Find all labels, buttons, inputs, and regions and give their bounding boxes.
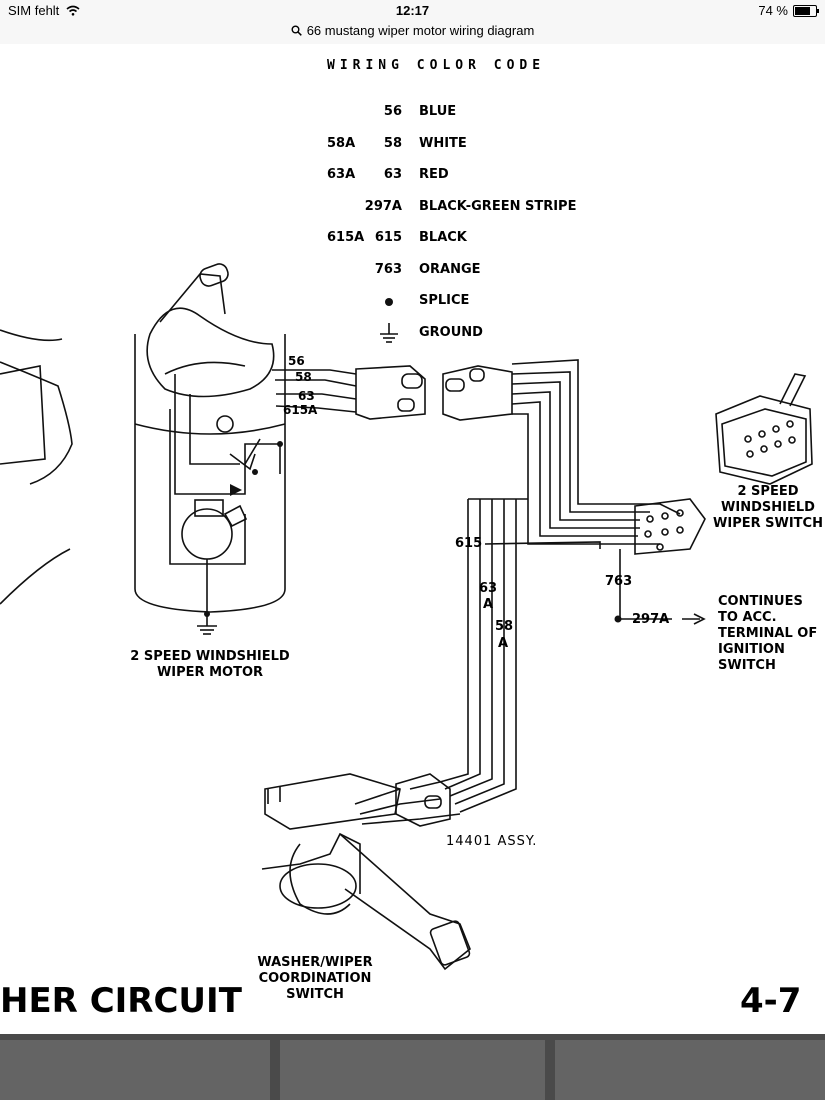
wiper-motor-label-line2: WIPER MOTOR [156, 665, 264, 680]
color-code-row: 58A 58 WHITE [327, 136, 627, 154]
wire-label-763: 763 [605, 574, 633, 589]
assy-label: 14401 ASSY. [446, 834, 538, 849]
status-bar: SIM fehlt 12:17 74 % [0, 0, 825, 22]
color-code-alt: 63A [327, 167, 356, 182]
continues-note-line5: SWITCH [718, 658, 776, 673]
color-code-row: 615A 615 BLACK [327, 230, 627, 248]
wiring-color-code-heading: WIRING COLOR CODE [327, 58, 546, 73]
search-icon [291, 25, 302, 36]
wiper-switch-label-line1: 2 SPEED [737, 484, 799, 499]
related-images-strip[interactable] [0, 1034, 825, 1100]
related-image-thumb[interactable] [0, 1040, 270, 1100]
wire-label-56: 56 [288, 354, 305, 368]
search-query[interactable]: 66 mustang wiper motor wiring diagram [306, 23, 535, 38]
battery-percent: 74 % [758, 3, 788, 18]
coordination-switch-label-line1: WASHER/WIPER [257, 955, 373, 970]
battery-status: 74 % [758, 3, 819, 18]
wire-label-58: 58 [295, 370, 312, 384]
wire-label-58a: 58 [495, 619, 514, 634]
wire-label-615: 615 [455, 536, 483, 551]
wiper-switch-label: 2 SPEED WINDSHIELD WIPER SWITCH [712, 484, 824, 532]
wire-label-58a-suffix: A [498, 636, 509, 651]
wire-label-63a: 63 [479, 581, 498, 596]
wire-label-297a: 297A [632, 612, 670, 627]
continues-note-line2: TO ACC. [718, 610, 777, 625]
color-code-number: 297A [364, 198, 402, 214]
carrier-status: SIM fehlt [8, 3, 80, 18]
battery-icon [793, 4, 819, 17]
color-code-row: 763 ORANGE [327, 262, 627, 280]
wiring-diagram-drawing [0, 263, 813, 971]
carrier-label: SIM fehlt [8, 3, 60, 18]
color-code-name: BLUE [419, 104, 457, 119]
wire-label-615a: 615A [283, 403, 318, 417]
color-code-number: 763 [374, 261, 402, 277]
color-code-alt: 58A [327, 135, 356, 151]
color-code-name: RED [419, 167, 449, 182]
search-bar[interactable]: 66 mustang wiper motor wiring diagram [0, 22, 825, 45]
page-number: 4-7 [740, 981, 802, 1021]
color-code-row: 63A 63 RED [327, 167, 627, 185]
color-code-number: 615 [374, 230, 402, 245]
coordination-switch-label-line3: SWITCH [286, 987, 344, 1002]
color-code-alt: 615A [327, 230, 365, 245]
wifi-icon [66, 5, 80, 16]
wiper-motor-label: 2 SPEED WINDSHIELD WIPER MOTOR [120, 649, 300, 681]
continues-note-line4: IGNITION [718, 642, 785, 657]
color-code-name: GROUND [419, 324, 483, 340]
coordination-switch-label: WASHER/WIPER COORDINATION SWITCH [235, 955, 395, 1003]
color-code-name: BLACK [419, 230, 467, 245]
color-code-name: BLACK-GREEN STRIPE [419, 198, 577, 214]
wiper-switch-label-line3: WIPER SWITCH [713, 516, 823, 531]
color-code-row: ⏚GROUND [327, 325, 627, 343]
wire-label-63a-suffix: A [483, 597, 494, 612]
color-code-number: 58 [383, 135, 402, 151]
color-code-row: 56 BLUE [327, 104, 627, 122]
related-image-thumb[interactable] [555, 1040, 825, 1100]
color-code-row: ●SPLICE [327, 293, 627, 311]
color-code-row: 297A BLACK-GREEN STRIPE [327, 199, 627, 217]
color-code-number: 56 [383, 104, 402, 119]
continues-note: CONTINUES TO ACC. TERMINAL OF IGNITION S… [718, 594, 817, 674]
color-code-number: 63 [383, 167, 402, 182]
coordination-switch-label-line2: COORDINATION [258, 971, 372, 986]
circuit-title: HER CIRCUIT [0, 981, 242, 1021]
color-code-name: ORANGE [419, 261, 481, 277]
color-code-name: SPLICE [419, 293, 470, 308]
continues-note-line1: CONTINUES [718, 594, 803, 609]
clock: 12:17 [395, 3, 430, 18]
continues-note-line3: TERMINAL OF [718, 626, 818, 641]
wiper-switch-label-line2: WINDSHIELD [721, 500, 815, 515]
color-code-name: WHITE [419, 135, 467, 151]
wire-label-63: 63 [298, 389, 315, 403]
related-image-thumb[interactable] [280, 1040, 545, 1100]
wiper-motor-label-line1: 2 SPEED WINDSHIELD [130, 649, 290, 664]
